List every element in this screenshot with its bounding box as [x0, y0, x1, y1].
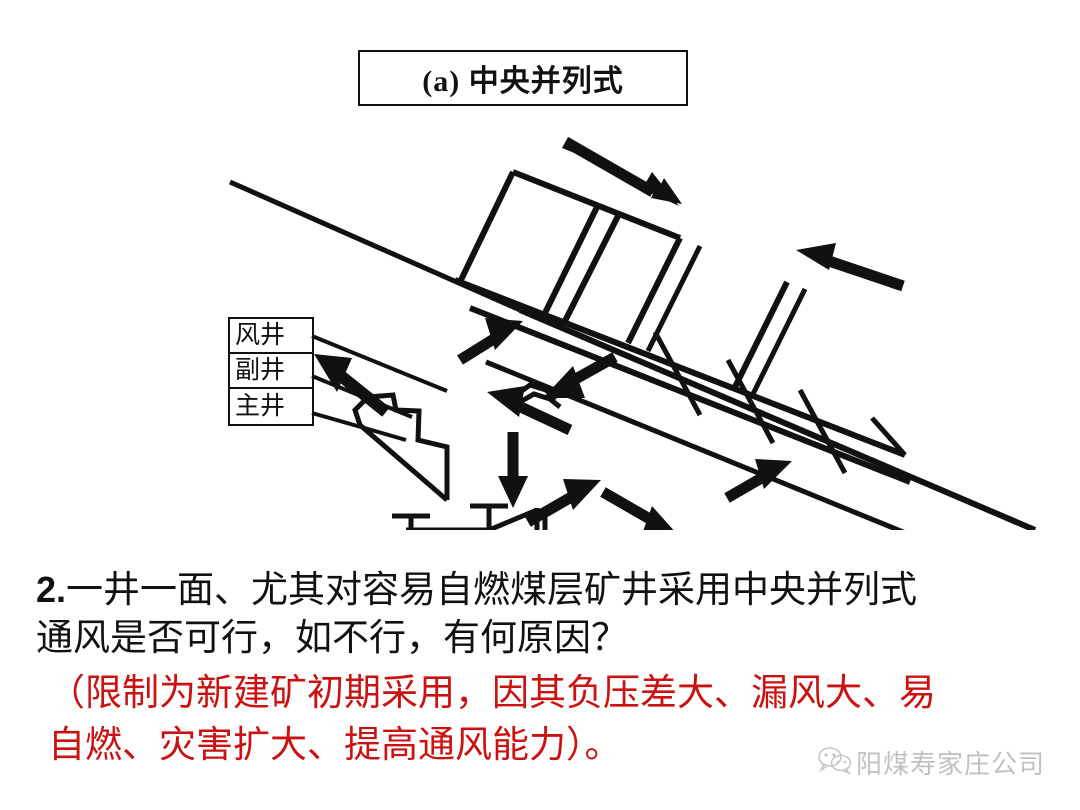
legend-item-main-shaft[interactable]: 主井 [230, 389, 312, 424]
airflow-arrow-top [562, 137, 682, 206]
legend-label-auxiliary-shaft: 副井 [235, 357, 286, 384]
figure-title-box: (a) 中央并列式 [358, 50, 688, 106]
airflow-arrow-upcast [314, 354, 390, 417]
question-number: 2. [36, 569, 67, 610]
airflow-arrow-panel-in [457, 318, 523, 365]
question-block: 2.一井一面、尤其对容易自燃煤层矿井采用中央并列式 通风是否可行，如不行，有何原… [36, 566, 1046, 663]
wechat-watermark: 阳煤寿家庄公司 [818, 744, 1045, 781]
answer-line-1: （限制为新建矿初期采用，因其负压差大、漏风大、易 [48, 673, 936, 714]
figure-title-label: (a) 中央并列式 [422, 65, 624, 98]
airflow-arrows [314, 137, 905, 537]
ventilation-diagram-svg: .ln { stroke:#111111; fill:none; stroke-… [228, 137, 1037, 618]
wechat-icon [818, 746, 852, 779]
question-line-1: 2.一井一面、尤其对容易自燃煤层矿井采用中央并列式 [36, 566, 1046, 615]
upper-working-panel [457, 169, 808, 396]
question-line-2: 通风是否可行，如不行，有何原因？ [36, 618, 628, 659]
answer-line-2: 自燃、灾害扩大、提高通风能力）。 [48, 725, 622, 766]
airflow-arrow-downcast [498, 432, 528, 508]
airflow-arrow-lower-centre [600, 487, 677, 537]
answer-block: （限制为新建矿初期采用，因其负压差大、漏风大、易 自燃、灾害扩大、提高通风能力）… [48, 668, 1058, 772]
airflow-arrow-lower-left [525, 479, 601, 527]
lower-working-panel [652, 330, 907, 475]
watermark-label: 阳煤寿家庄公司 [856, 750, 1046, 779]
legend-label-main-shaft: 主井 [235, 393, 286, 420]
shaft-legend: 风井 副井 主井 [228, 317, 314, 426]
question-text-line-1: 一井一面、尤其对容易自燃煤层矿井采用中央并列式 [66, 570, 918, 611]
legend-item-auxiliary-shaft[interactable]: 副井 [230, 354, 312, 389]
shaft-bottom-structure [392, 503, 548, 618]
main-roadways [228, 179, 1037, 550]
airflow-arrow-right [796, 243, 905, 292]
ventilation-diagram: .ln { stroke:#111111; fill:none; stroke-… [0, 110, 1080, 618]
legend-item-ventilation-shaft[interactable]: 风井 [230, 319, 312, 354]
legend-leader-lines [311, 334, 448, 442]
airflow-arrow-panel-return [543, 352, 618, 398]
airflow-arrow-shaft-in [487, 386, 573, 435]
airflow-arrow-right-lower [724, 459, 792, 503]
legend-label-ventilation-shaft: 风井 [235, 322, 286, 349]
ventilation-shaft-structure [352, 382, 562, 502]
